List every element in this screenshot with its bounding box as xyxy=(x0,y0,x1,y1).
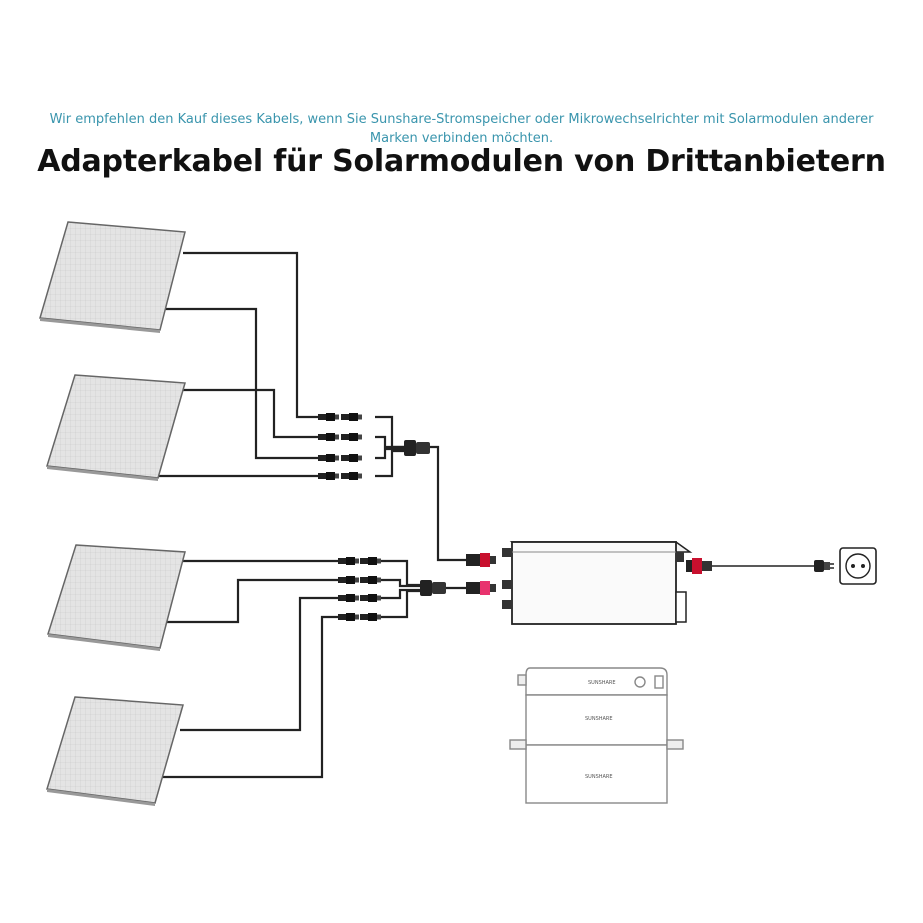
mc4-connector-icon xyxy=(318,472,339,480)
mc4-connector-icon xyxy=(338,557,359,565)
trunk-upper xyxy=(430,445,466,562)
mc4-connector-icon xyxy=(360,576,381,584)
cable-panel-4-negative xyxy=(155,615,338,779)
branch-lower-d xyxy=(380,589,420,619)
cable-panel-1-negative xyxy=(160,307,318,460)
inverter-icon xyxy=(502,541,693,625)
mc4-connector-icon xyxy=(338,613,359,621)
battery-brand-mid: SUNSHARE xyxy=(585,716,613,722)
cable-panel-2-positive xyxy=(180,388,318,439)
mc4-connector-icon xyxy=(341,433,362,441)
page-title: Adapterkabel für Solarmodulen von Dritta… xyxy=(37,144,886,179)
mc4-connector-icon xyxy=(360,594,381,602)
cable-panel-4-positive xyxy=(180,596,338,732)
subtitle: Wir empfehlen den Kauf dieses Kabels, we… xyxy=(49,112,874,146)
solar-panel-1 xyxy=(39,221,186,333)
cable-panel-1-positive xyxy=(183,251,318,419)
mc4-connector-icon xyxy=(341,454,362,462)
cable-panel-3-negative xyxy=(155,578,338,624)
battery-brand-bottom: SUNSHARE xyxy=(585,774,613,780)
mc4-connector-icon xyxy=(341,472,362,480)
branch-lower-b xyxy=(380,578,420,588)
mc4-connectors-upper xyxy=(318,413,362,480)
solar-panel-2 xyxy=(46,374,186,481)
inverter-input-connectors xyxy=(466,553,496,595)
mc4-connector-icon xyxy=(318,413,339,421)
mc4-connector-icon xyxy=(360,613,381,621)
cables xyxy=(155,251,814,779)
branch-upper-b xyxy=(375,435,404,449)
branch-upper-c xyxy=(375,447,404,460)
mc4-connector-icon xyxy=(338,576,359,584)
mc4-connector-icon xyxy=(318,433,339,441)
solar-panel-4 xyxy=(46,696,184,806)
plug-icon xyxy=(814,560,834,572)
ac-connector-icon xyxy=(686,558,712,574)
y-branch-connector-icon xyxy=(404,440,430,456)
mc4-connector-icon xyxy=(318,454,339,462)
mc4-connectors-lower xyxy=(338,557,381,621)
branch-upper-d xyxy=(375,449,404,478)
mc4-connector-icon xyxy=(341,413,362,421)
battery-stack-icon xyxy=(509,667,684,804)
mc4-connector-icon xyxy=(338,594,359,602)
battery-brand-top: SUNSHARE xyxy=(588,680,616,686)
mc4-connector-icon xyxy=(360,557,381,565)
branch-upper-a xyxy=(375,415,404,449)
wall-socket-icon xyxy=(839,547,877,585)
y-branch-connector-icon xyxy=(420,580,446,596)
solar-panel-3 xyxy=(47,544,186,651)
